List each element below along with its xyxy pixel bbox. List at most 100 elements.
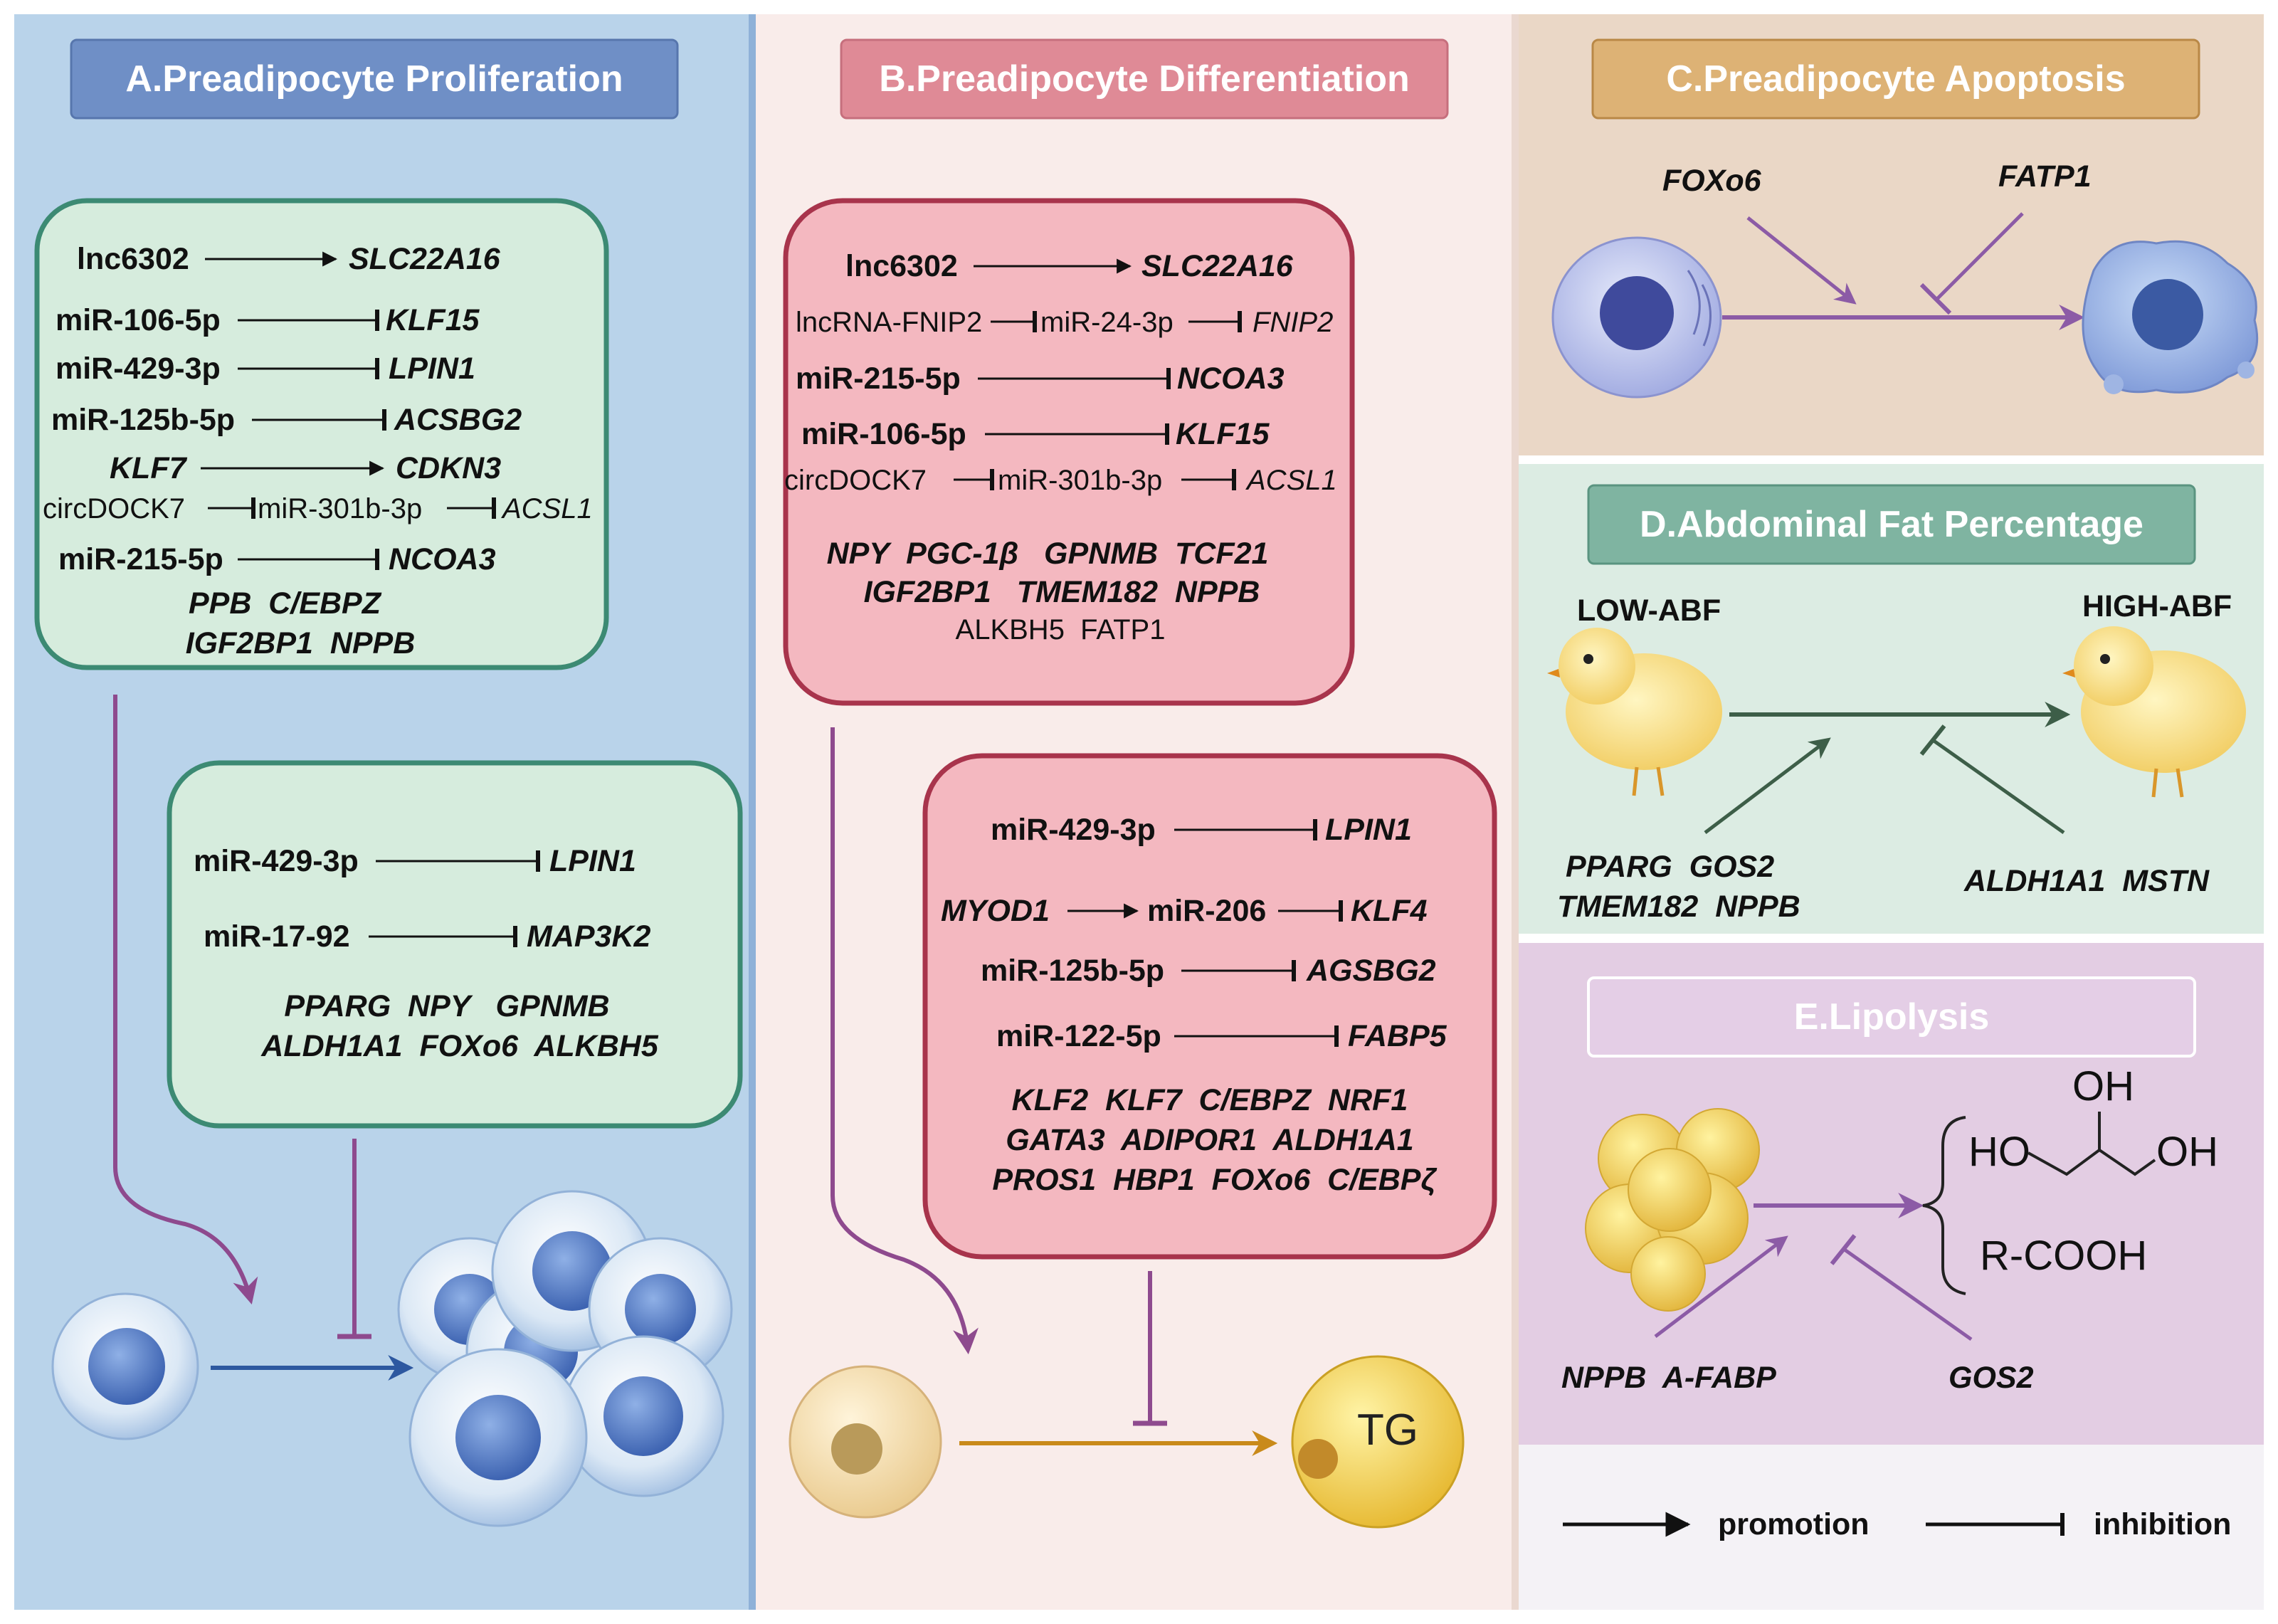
proliferation-flow-arrow [113, 695, 258, 1304]
glycerol-ho-left: HO [1968, 1129, 2030, 1175]
regulator-label: miR-215-5p [796, 362, 961, 396]
target-gene-label: KLF15 [1176, 417, 1270, 451]
healthy-cell [1551, 236, 1722, 399]
products-brace [1922, 1116, 1966, 1295]
gene-list-line: IGF2BP1 TMEM182 NPPB [864, 575, 1260, 609]
panel-c-header-box [1591, 38, 2200, 120]
regulator-label: lnc6302 [77, 242, 189, 276]
regulator-label: KLF7 [110, 451, 188, 485]
gene-list-plain: ALKBH5 FATP1 [956, 614, 1166, 645]
fatty-acid-label: R-COOH [1980, 1233, 2147, 1279]
target-gene-label: NCOA3 [389, 542, 496, 576]
apoptotic-cell [2082, 240, 2259, 394]
differentiation-flow-arrow [830, 727, 979, 1355]
panel-c: C.Preadipocyte Apoptosis FOXo6 FATP1 [1551, 38, 2259, 399]
gene-list-line: NPY PGC-1β GPNMB TCF21 [827, 537, 1269, 571]
target-gene-label: SLC22A16 [1141, 249, 1294, 283]
intermediate-mirna-label: miR-301b-3p [258, 493, 422, 524]
panel-b: B.Preadipocyte Differentiation lnc6302 S… [783, 38, 1497, 1529]
glycerol-structure: OH HO OH [1968, 1063, 2218, 1176]
target-gene-label: FNIP2 [1253, 307, 1333, 338]
abf-promoter-genes: TMEM182 NPPB [1557, 890, 1800, 924]
target-gene-label: LPIN1 [1325, 813, 1412, 847]
panel-b-title: B.Preadipocyte Differentiation [879, 58, 1409, 100]
abf-inhibition-bar [1919, 724, 1946, 756]
preadipocyte-cell [789, 1365, 942, 1519]
target-gene-label: NCOA3 [1177, 362, 1285, 396]
legend-inhibition-label: inhibition [2094, 1507, 2231, 1541]
abf-promotion-arrow [1704, 737, 1831, 834]
panel-a-regulation-box-1 [34, 198, 609, 670]
regulator-label: miR-429-3p [194, 844, 359, 878]
mature-adipocyte-cell: TG [1291, 1355, 1465, 1529]
regulator-label: circDOCK7 [784, 465, 927, 496]
lipolysis-promoter-genes: NPPB A-FABP [1561, 1361, 1776, 1395]
panel-a-regulation-box-2 [167, 760, 743, 1129]
regulator-label: miR-122-5p [996, 1019, 1161, 1053]
glycerol-oh-top: OH [2072, 1063, 2134, 1109]
target-gene-label: ACSBG2 [394, 403, 522, 437]
regulator-label: miR-125b-5p [981, 954, 1164, 988]
glycerol-oh-right: OH [2156, 1129, 2218, 1175]
high-abf-chick [2062, 626, 2246, 798]
regulator-label: miR-106-5p [801, 417, 966, 451]
legend-background [1519, 1445, 2264, 1610]
target-gene-label: LPIN1 [549, 844, 636, 878]
regulator-label: miR-429-3p [56, 352, 221, 386]
lipolysis-promotion-arrow [1654, 1235, 1788, 1338]
target-gene-label: LPIN1 [389, 352, 475, 386]
intermediate-mirna-label: miR-206 [1147, 894, 1266, 928]
target-gene-label: KLF4 [1351, 894, 1428, 928]
panel-a: A.Preadipocyte Proliferation lnc6302 SLC… [34, 38, 743, 1527]
regulator-label: lnc6302 [845, 249, 958, 283]
panel-a-box2-rows: miR-429-3p LPIN1 miR-17-92 MAP3K2 PPARG … [194, 844, 659, 1063]
panel-a-title: A.Preadipocyte Proliferation [125, 58, 623, 100]
target-gene-label: AGSBG2 [1306, 954, 1436, 988]
lipolysis-inhibition-bar [1830, 1234, 1857, 1265]
lipid-droplet-cluster [1585, 1108, 1760, 1312]
legend-promotion-label: promotion [1718, 1507, 1870, 1541]
apoptosis-promoter-label: FOXo6 [1662, 164, 1762, 198]
regulator-label: miR-125b-5p [51, 403, 235, 437]
panel-a-box1-rows: lnc6302 SLC22A16 miR-106-5p KLF15 miR-42… [43, 242, 593, 660]
panel-e-header-box [1587, 976, 2196, 1058]
gene-list-line: IGF2BP1 NPPB [186, 626, 416, 660]
gene-list-line: GATA3 ADIPOR1 ALDH1A1 [1006, 1123, 1413, 1157]
abf-inhibition-line [1931, 738, 2065, 835]
regulator-label: miR-17-92 [204, 919, 350, 954]
panel-d-header-box [1587, 484, 2196, 565]
apoptosis-inhibition-bar [1919, 283, 1952, 315]
target-gene-label: CDKN3 [396, 451, 501, 485]
gene-list-line: ALDH1A1 FOXo6 ALKBH5 [260, 1029, 659, 1063]
target-gene-label: FABP5 [1348, 1019, 1448, 1053]
target-gene-label: ACSL1 [1245, 465, 1337, 496]
low-abf-chick [1547, 628, 1722, 796]
gene-list-line: PROS1 HBP1 FOXo6 C/EBPζ [992, 1163, 1437, 1197]
single-preadipocyte-cell [51, 1292, 199, 1440]
abf-inhibitor-genes: ALDH1A1 MSTN [1963, 864, 2210, 898]
regulator-label: miR-215-5p [58, 542, 223, 576]
panel-d-title: D.Abdominal Fat Percentage [1640, 504, 2143, 545]
intermediate-mirna-label: miR-24-3p [1040, 307, 1174, 338]
gene-list-line: PPARG NPY GPNMB [284, 989, 609, 1023]
lipolysis-inhibition-line [1843, 1248, 1973, 1341]
gene-list-line: KLF2 KLF7 C/EBPZ NRF1 [1012, 1083, 1408, 1117]
triglyceride-label: TG [1357, 1406, 1418, 1455]
legend: promotion inhibition [1563, 1507, 2231, 1541]
target-gene-label: SLC22A16 [349, 242, 501, 276]
panel-divider-bc [1512, 14, 1519, 1610]
apoptosis-inhibitor-label: FATP1 [1998, 159, 2092, 194]
proliferated-cell-cluster [397, 1190, 733, 1527]
apoptosis-promotion-arrow [1746, 216, 1857, 305]
regulator-label: lncRNA-FNIP2 [796, 307, 982, 338]
panel-b-regulation-box-2 [922, 753, 1497, 1260]
panel-divider-ab [749, 14, 756, 1610]
low-abf-label: LOW-ABF [1577, 594, 1721, 628]
high-abf-label: HIGH-ABF [2082, 589, 2232, 623]
target-gene-label: ACSL1 [501, 493, 593, 524]
target-gene-label: MAP3K2 [527, 919, 651, 954]
regulator-label: miR-106-5p [56, 303, 221, 337]
panel-b-header-box [840, 38, 1449, 120]
